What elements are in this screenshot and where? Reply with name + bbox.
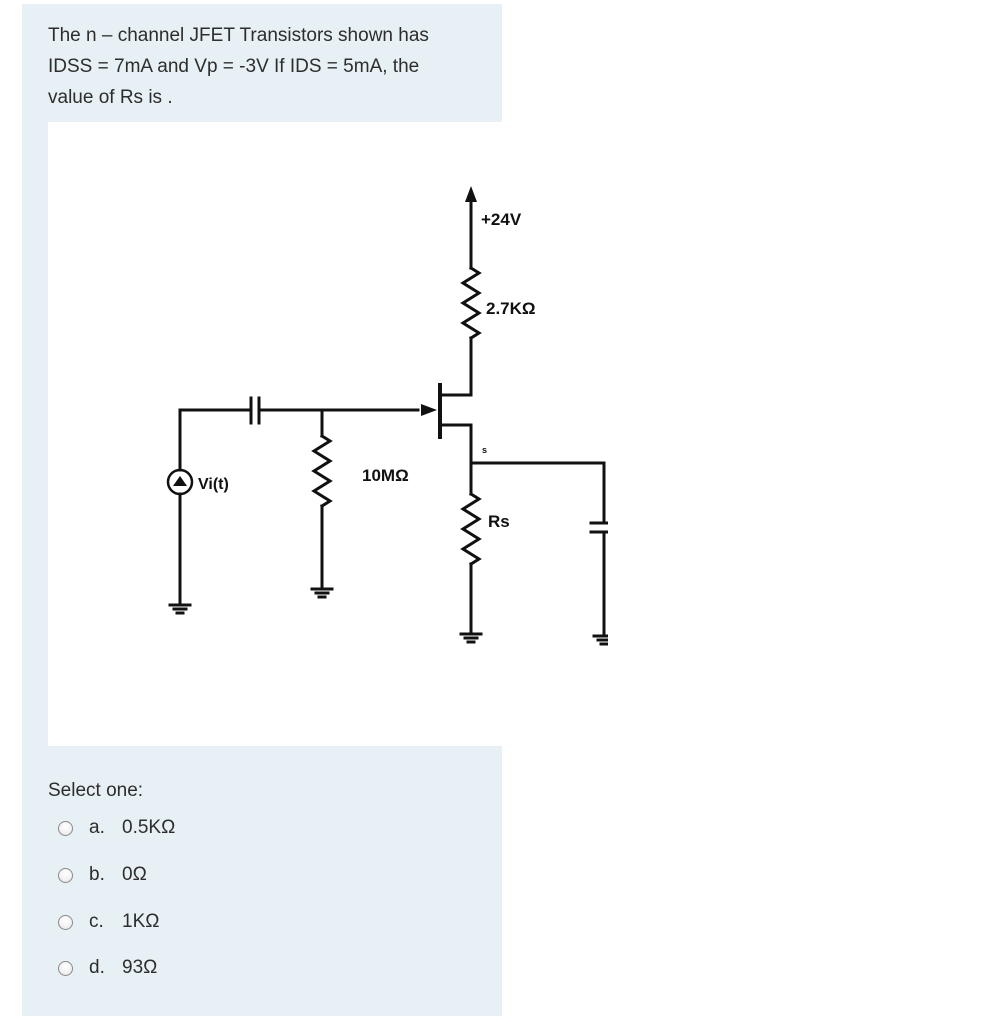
option-letter: c. xyxy=(89,911,104,932)
option-letter: b. xyxy=(89,864,105,885)
source-pin-label: s xyxy=(482,445,487,455)
answer-panel xyxy=(22,746,502,1016)
question-line: IDSS = 7mA and Vp = -3V If IDS = 5mA, th… xyxy=(48,56,420,77)
option-b[interactable]: b. 0Ω xyxy=(58,862,147,888)
radio-button[interactable] xyxy=(58,914,73,930)
option-c[interactable]: c. 1KΩ xyxy=(58,909,159,935)
option-d[interactable]: d. 93Ω xyxy=(58,955,157,981)
question-panel xyxy=(22,4,502,122)
radio-button[interactable] xyxy=(58,867,73,883)
option-text: 93Ω xyxy=(122,957,158,978)
select-one-label: Select one: xyxy=(48,780,144,801)
gate-resistor-label: 10MΩ xyxy=(362,466,409,485)
source-resistor-label: Rs xyxy=(488,512,510,531)
option-a[interactable]: a. 0.5KΩ xyxy=(58,815,175,841)
question-panel-edge xyxy=(22,122,48,746)
question-text: The n – channel JFET Transistors shown h… xyxy=(48,20,488,113)
option-letter: a. xyxy=(89,817,105,838)
option-text: 0.5KΩ xyxy=(122,817,176,838)
option-text: 1KΩ xyxy=(122,911,160,932)
question-line: value of Rs is . xyxy=(48,87,173,108)
question-line: The n – channel JFET Transistors shown h… xyxy=(48,25,429,46)
option-text: 0Ω xyxy=(122,864,147,885)
jfet-circuit-diagram: +24V 2.7KΩ 10MΩ Rs s Vi(t) xyxy=(166,186,608,646)
radio-button[interactable] xyxy=(58,960,73,976)
option-letter: d. xyxy=(89,957,105,978)
radio-button[interactable] xyxy=(58,820,73,836)
supply-label: +24V xyxy=(481,210,522,229)
drain-resistor-label: 2.7KΩ xyxy=(486,299,536,318)
input-source-label: Vi(t) xyxy=(198,476,229,493)
